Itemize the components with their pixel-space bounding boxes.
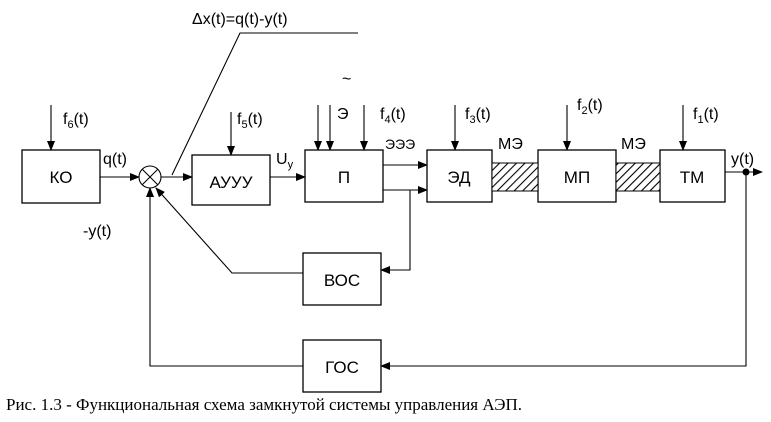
e-label: Э (337, 106, 349, 123)
figure-caption: Рис. 1.3 - Функциональная схема замкнуто… (6, 395, 522, 414)
wire-gos-to-sum (146, 187, 303, 367)
block-mp (537, 149, 617, 203)
f4-label: f4(t) (380, 106, 406, 126)
wire-vos-to-sum (155, 187, 303, 274)
block-vos (302, 252, 382, 306)
shaft-mp-tm (615, 162, 661, 192)
block-ko (21, 149, 101, 204)
wire-p-to-vos (380, 190, 411, 274)
y-output-label: y(t) (731, 151, 754, 168)
wire-output-to-gos (380, 172, 747, 370)
f1-label: f1(t) (693, 106, 719, 126)
summing-junction (138, 165, 162, 189)
me-label-2: МЭ (621, 136, 646, 153)
uy-label: Uy (276, 151, 294, 171)
block-ed-label: ЭД (447, 168, 471, 187)
block-p-label: П (338, 168, 350, 187)
block-mp-label: МП (564, 168, 590, 187)
me-label-1: МЭ (498, 136, 523, 153)
neg-y-label: -y(t) (83, 223, 111, 240)
eee-label: ЭЭЭ (385, 136, 415, 152)
block-gos-label: ГОС (325, 358, 359, 377)
shaft-ed-mp (491, 162, 539, 192)
functional-diagram: КО АУУУ П ЭД МП ТМ ВОС ГОС Δx (21, 11, 763, 393)
block-ko-label: КО (50, 168, 73, 187)
f3-label: f3(t) (465, 106, 491, 126)
f5-label: f5(t) (237, 111, 263, 131)
tilde-label: ~ (342, 71, 351, 88)
block-auuu (191, 154, 271, 206)
f6-label: f6(t) (63, 111, 89, 131)
block-tm-label: ТМ (680, 168, 705, 187)
error-leader-line (171, 32, 358, 176)
q-label: q(t) (103, 151, 127, 168)
block-vos-label: ВОС (324, 271, 360, 290)
block-auuu-label: АУУУ (210, 173, 253, 192)
f2-label: f2(t) (577, 97, 603, 117)
error-formula-label: Δx(t)=q(t)-y(t) (192, 11, 288, 28)
block-p (304, 149, 384, 203)
